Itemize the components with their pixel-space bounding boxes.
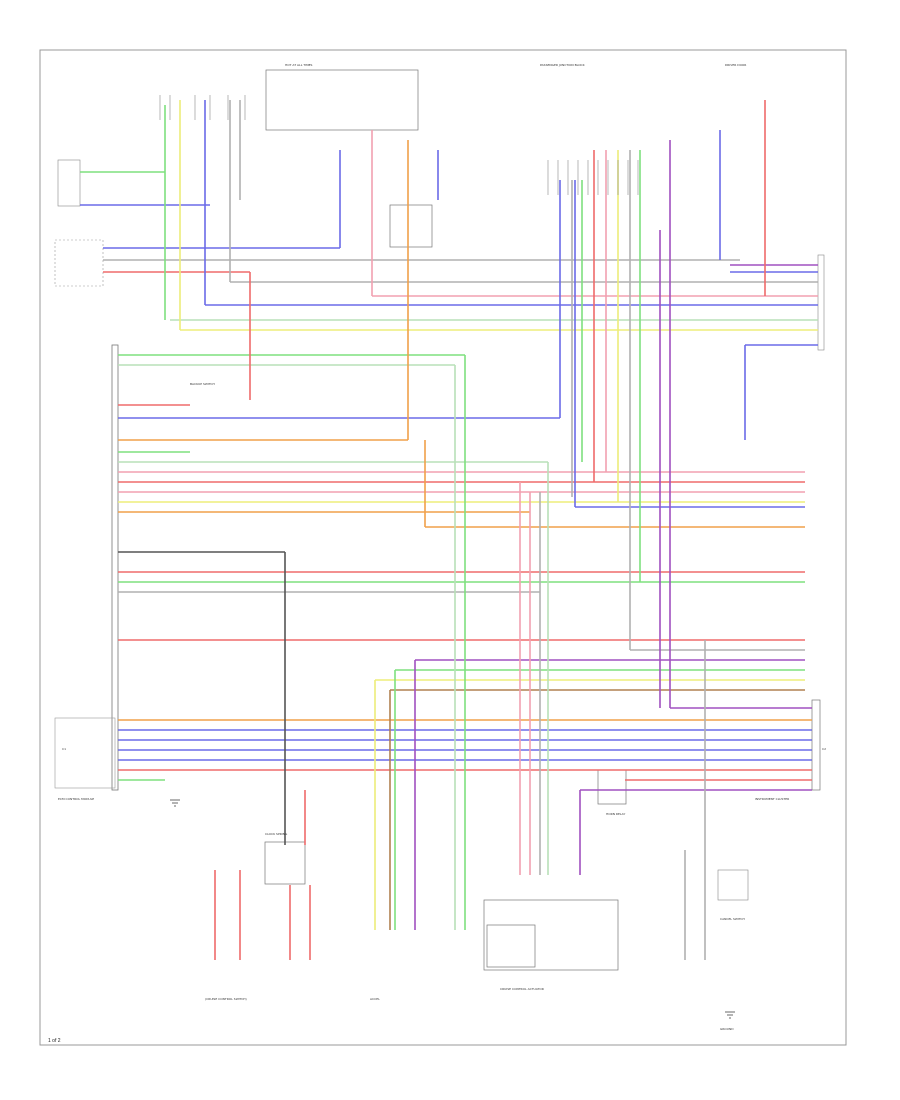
relay-box: [389, 204, 433, 248]
ground-label: GROUND: [720, 1027, 734, 1031]
cluster-label: INSTRUMENT CLUSTER: [755, 797, 789, 801]
cruise-actuator-box: [483, 899, 619, 971]
driver-door-label: DRIVER DOOR: [725, 63, 746, 67]
accel-label: ACCEL: [370, 997, 380, 1001]
ground-symbol-icon-2: [170, 799, 180, 807]
relay-bottom: [597, 769, 627, 805]
clock-spring-label: CLOCK SPRING: [265, 832, 288, 836]
connector-stubs: [159, 95, 639, 195]
connector-b-label: C2: [822, 747, 826, 751]
right-upper-connector: [817, 254, 825, 351]
passenger-block-label: PASSENGER JUNCTION BLOCK: [540, 63, 586, 67]
connector-a-label: C1: [62, 747, 66, 751]
steering-label: (CRUISE CONTROL SWITCH): [205, 997, 247, 1001]
fuse-box-label: HOT AT ALL TIMES: [285, 63, 313, 67]
diagram-frame: [39, 49, 847, 1046]
cruise-actuator-inner: [486, 924, 536, 968]
horn-relay-label: HORN RELAY: [606, 812, 625, 816]
ecm-label: ECM CONTROL MODULE: [58, 797, 94, 801]
backup-switch-label: BACKUP SWITCH: [190, 382, 215, 386]
ecm-module: [111, 344, 119, 791]
top-left-switch-box: [57, 159, 81, 207]
cancel-switch-label: CANCEL SWITCH: [720, 917, 745, 921]
ecm-bottom-box: [54, 717, 116, 789]
ground-block: [717, 869, 749, 901]
page-footer-code: 1 of 2: [48, 1038, 61, 1044]
wires-vertical: [164, 100, 766, 960]
cruise-actuator-label: CRUISE CONTROL ACTUATOR: [500, 987, 544, 991]
fuse-box-top: [265, 69, 419, 131]
ground-symbol-icon: [725, 1011, 735, 1019]
cluster-connector: [811, 699, 821, 791]
steering-switch-box: [264, 841, 306, 885]
wires-horizontal: [80, 171, 818, 791]
top-left-sensor-box: [54, 239, 104, 287]
